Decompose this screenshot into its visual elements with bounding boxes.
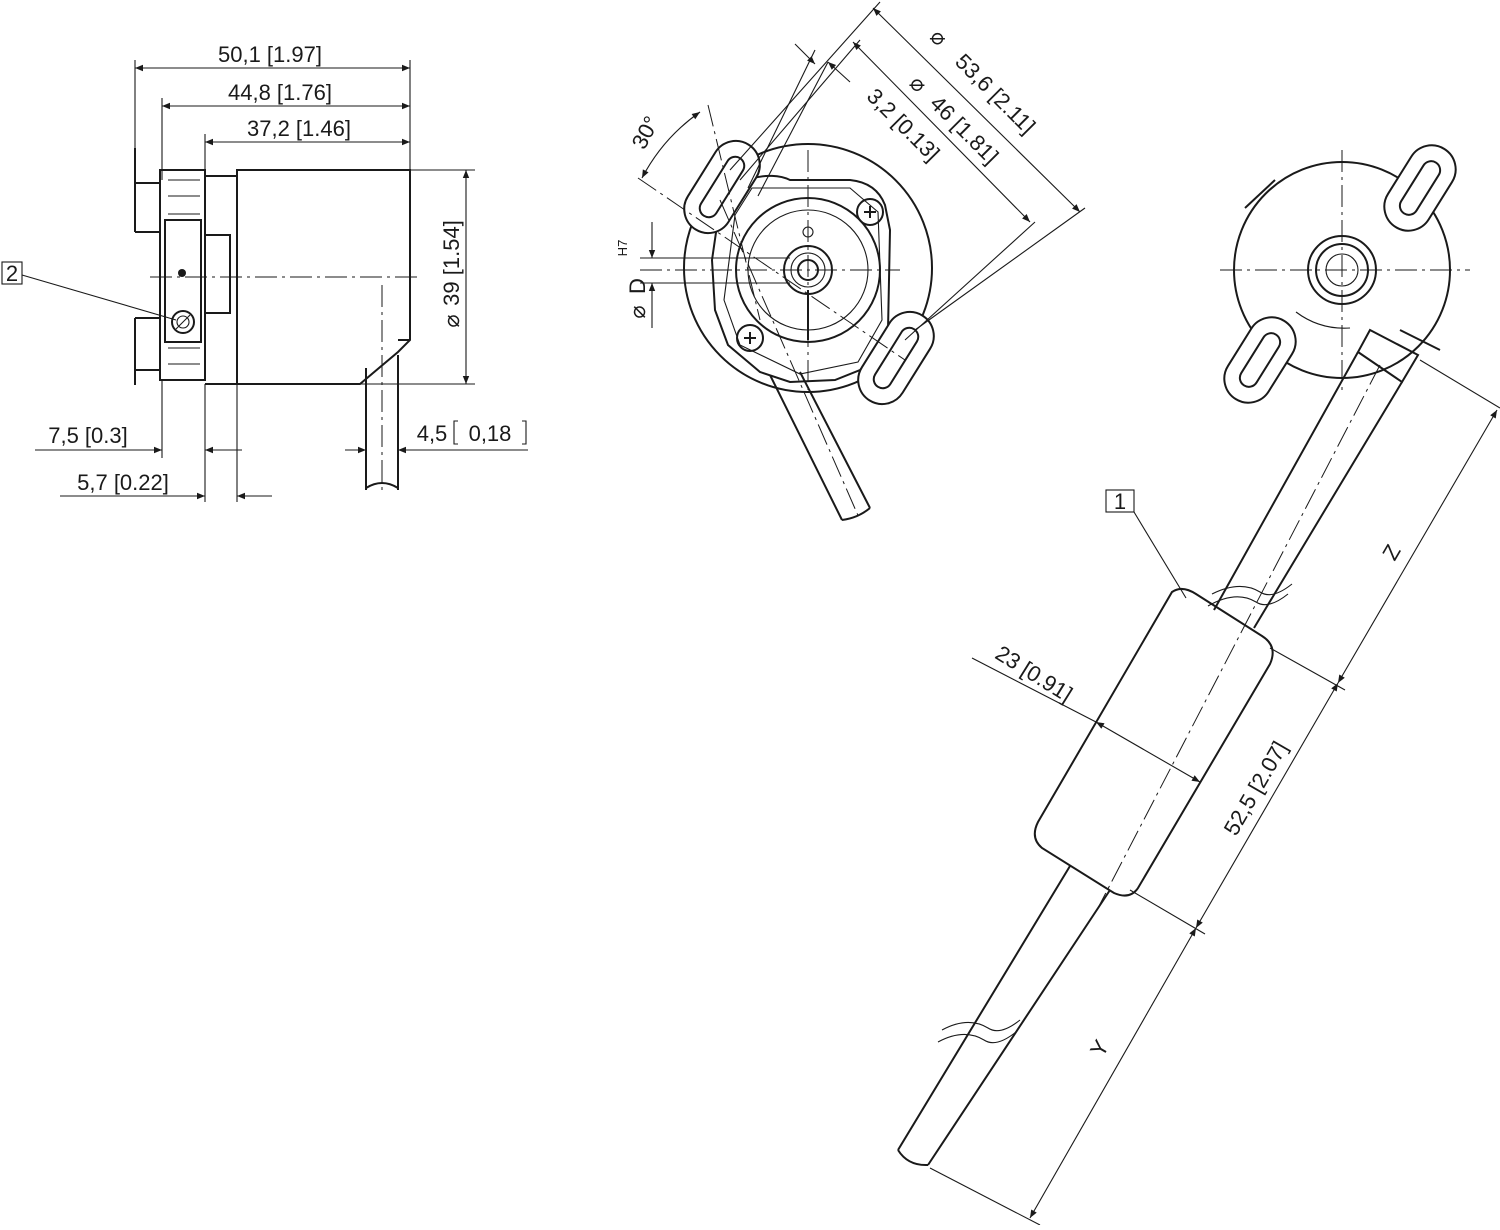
dim-3-2-label: 3,2 [0.13]	[862, 83, 945, 166]
dim-y-label: Y	[1085, 1035, 1114, 1060]
cable-view	[897, 144, 1500, 1226]
callout-1-label: 1	[1114, 489, 1126, 514]
dim-7-5-label: 7,5 [0.3]	[48, 423, 128, 448]
dim-50-1-label: 50,1 [1.97]	[218, 42, 322, 67]
bore-dim-group: ⌀ D H7	[615, 240, 650, 319]
front-view	[637, 1, 1086, 521]
dim-4-5-label: 4,5	[417, 421, 448, 446]
dim-52-5-label: 52,5 [2.07]	[1219, 737, 1293, 840]
dim-39-group: ⌀ 39 [1.54]	[439, 220, 464, 327]
callout-2-label: 2	[6, 261, 18, 286]
diameter-symbol: ⌀	[625, 305, 650, 318]
diameter-symbol: ⌀	[905, 70, 932, 97]
diameter-symbol: ⌀	[439, 314, 464, 327]
dim-44-8-label: 44,8 [1.76]	[228, 80, 332, 105]
diameter-symbol: ⌀	[925, 24, 952, 51]
dim-37-2-label: 37,2 [1.46]	[247, 116, 351, 141]
dim-0-18-label: 0,18	[469, 421, 512, 446]
bore-tolerance-label: H7	[615, 240, 630, 257]
callout-1-box	[1105, 489, 1135, 513]
angle-30-label: 30°	[627, 112, 665, 153]
side-view	[21, 60, 528, 502]
dim-23-label: 23 [0.91]	[991, 640, 1077, 707]
bore-label: D	[625, 278, 650, 294]
tolerance-brackets	[453, 420, 527, 445]
callout-2-box	[1, 261, 23, 285]
dim-5-7-label: 5,7 [0.22]	[77, 470, 169, 495]
dim-z-label: Z	[1377, 540, 1405, 564]
dim-39-label: 39 [1.54]	[439, 220, 464, 306]
